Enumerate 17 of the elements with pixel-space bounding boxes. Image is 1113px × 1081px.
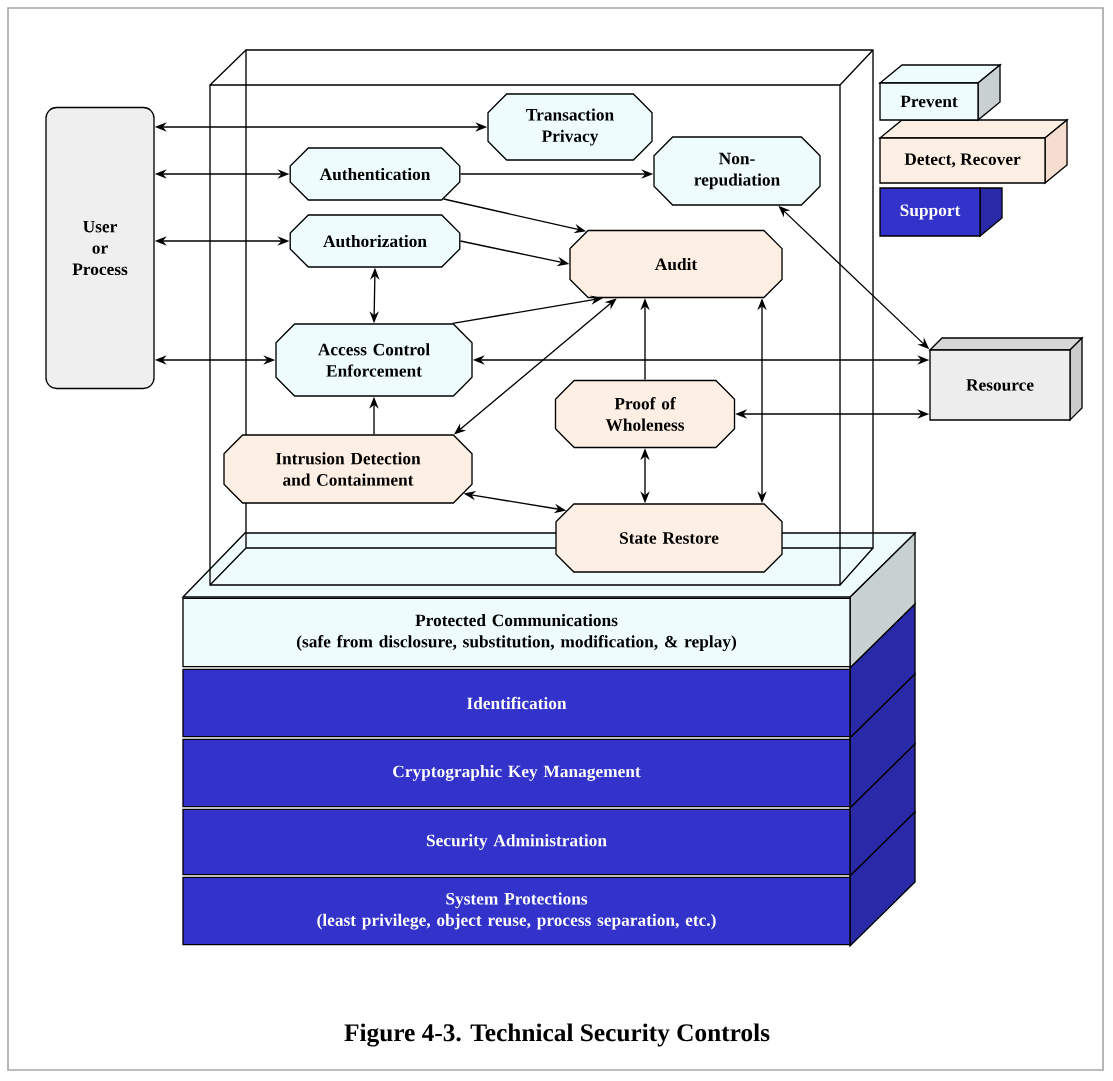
octagon-box: Non-repudiation (653, 136, 821, 206)
figure-caption: Figure 4-3. Technical Security Controls (344, 1023, 770, 1047)
layer-block: Cryptographic Key Management (182, 738, 851, 808)
octagon-box: Intrusion Detection and Containment (223, 434, 473, 504)
layer-block: System Protections (least privilege, object reuse, process separation, etc.) (182, 876, 851, 946)
octagon-box: Authentication (289, 147, 461, 201)
octagon-box: State Restore (555, 503, 783, 573)
octagon-box: Proof of Wholeness (554, 379, 736, 449)
layer-block: Security Administration (182, 808, 851, 876)
layer-block: Identification (182, 668, 851, 738)
octagon-box: Transaction Privacy (487, 93, 653, 161)
octagon-box: Authorization (289, 214, 461, 268)
node-label: (safe from disclosure, substitution, modification, & replay) (296, 635, 737, 652)
process-box: User or Process (45, 106, 155, 390)
octagon-box: Audit (569, 229, 783, 299)
node-label: Protected Communications (415, 613, 618, 627)
octagon-box: Access Control Enforcement (275, 323, 473, 397)
